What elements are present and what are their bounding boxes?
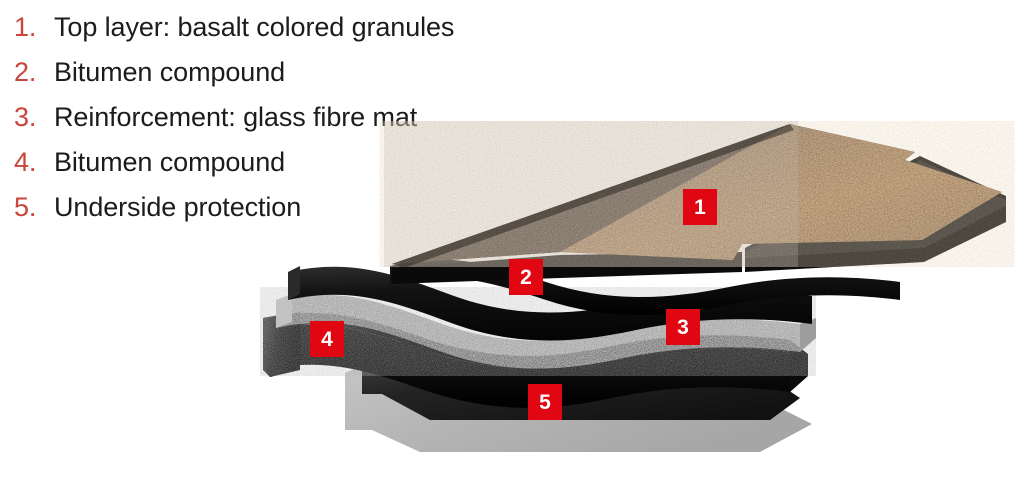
diagram-badge-3: 3 bbox=[666, 309, 700, 345]
list-item: 4. Bitumen compound bbox=[10, 147, 530, 192]
list-item-number: 4. bbox=[14, 147, 37, 177]
list-item-number: 3. bbox=[14, 102, 37, 132]
list-item: 3. Reinforcement: glass fibre mat bbox=[10, 102, 530, 147]
list-item: 2. Bitumen compound bbox=[10, 57, 530, 102]
diagram-badge-2: 2 bbox=[509, 259, 543, 295]
diagram-badge-4: 4 bbox=[310, 321, 344, 357]
list-item-number: 2. bbox=[14, 57, 37, 87]
list-item-number: 5. bbox=[14, 192, 37, 222]
list-item: 1. Top layer: basalt colored granules bbox=[10, 12, 530, 57]
list-item-label: Bitumen compound bbox=[54, 57, 286, 87]
list-item-number: 1. bbox=[14, 12, 37, 42]
list-item-label: Bitumen compound bbox=[54, 147, 286, 177]
list-item-label: Top layer: basalt colored granules bbox=[54, 12, 455, 42]
list-item-label: Underside protection bbox=[54, 192, 302, 222]
layer-glass-fibre-mat bbox=[276, 294, 816, 369]
list-item: 5. Underside protection bbox=[10, 192, 530, 237]
legend-list: 1. Top layer: basalt colored granules 2.… bbox=[10, 12, 530, 237]
diagram-badge-5: 5 bbox=[528, 384, 562, 420]
list-item-label: Reinforcement: glass fibre mat bbox=[54, 102, 418, 132]
diagram-badge-1: 1 bbox=[683, 189, 717, 225]
